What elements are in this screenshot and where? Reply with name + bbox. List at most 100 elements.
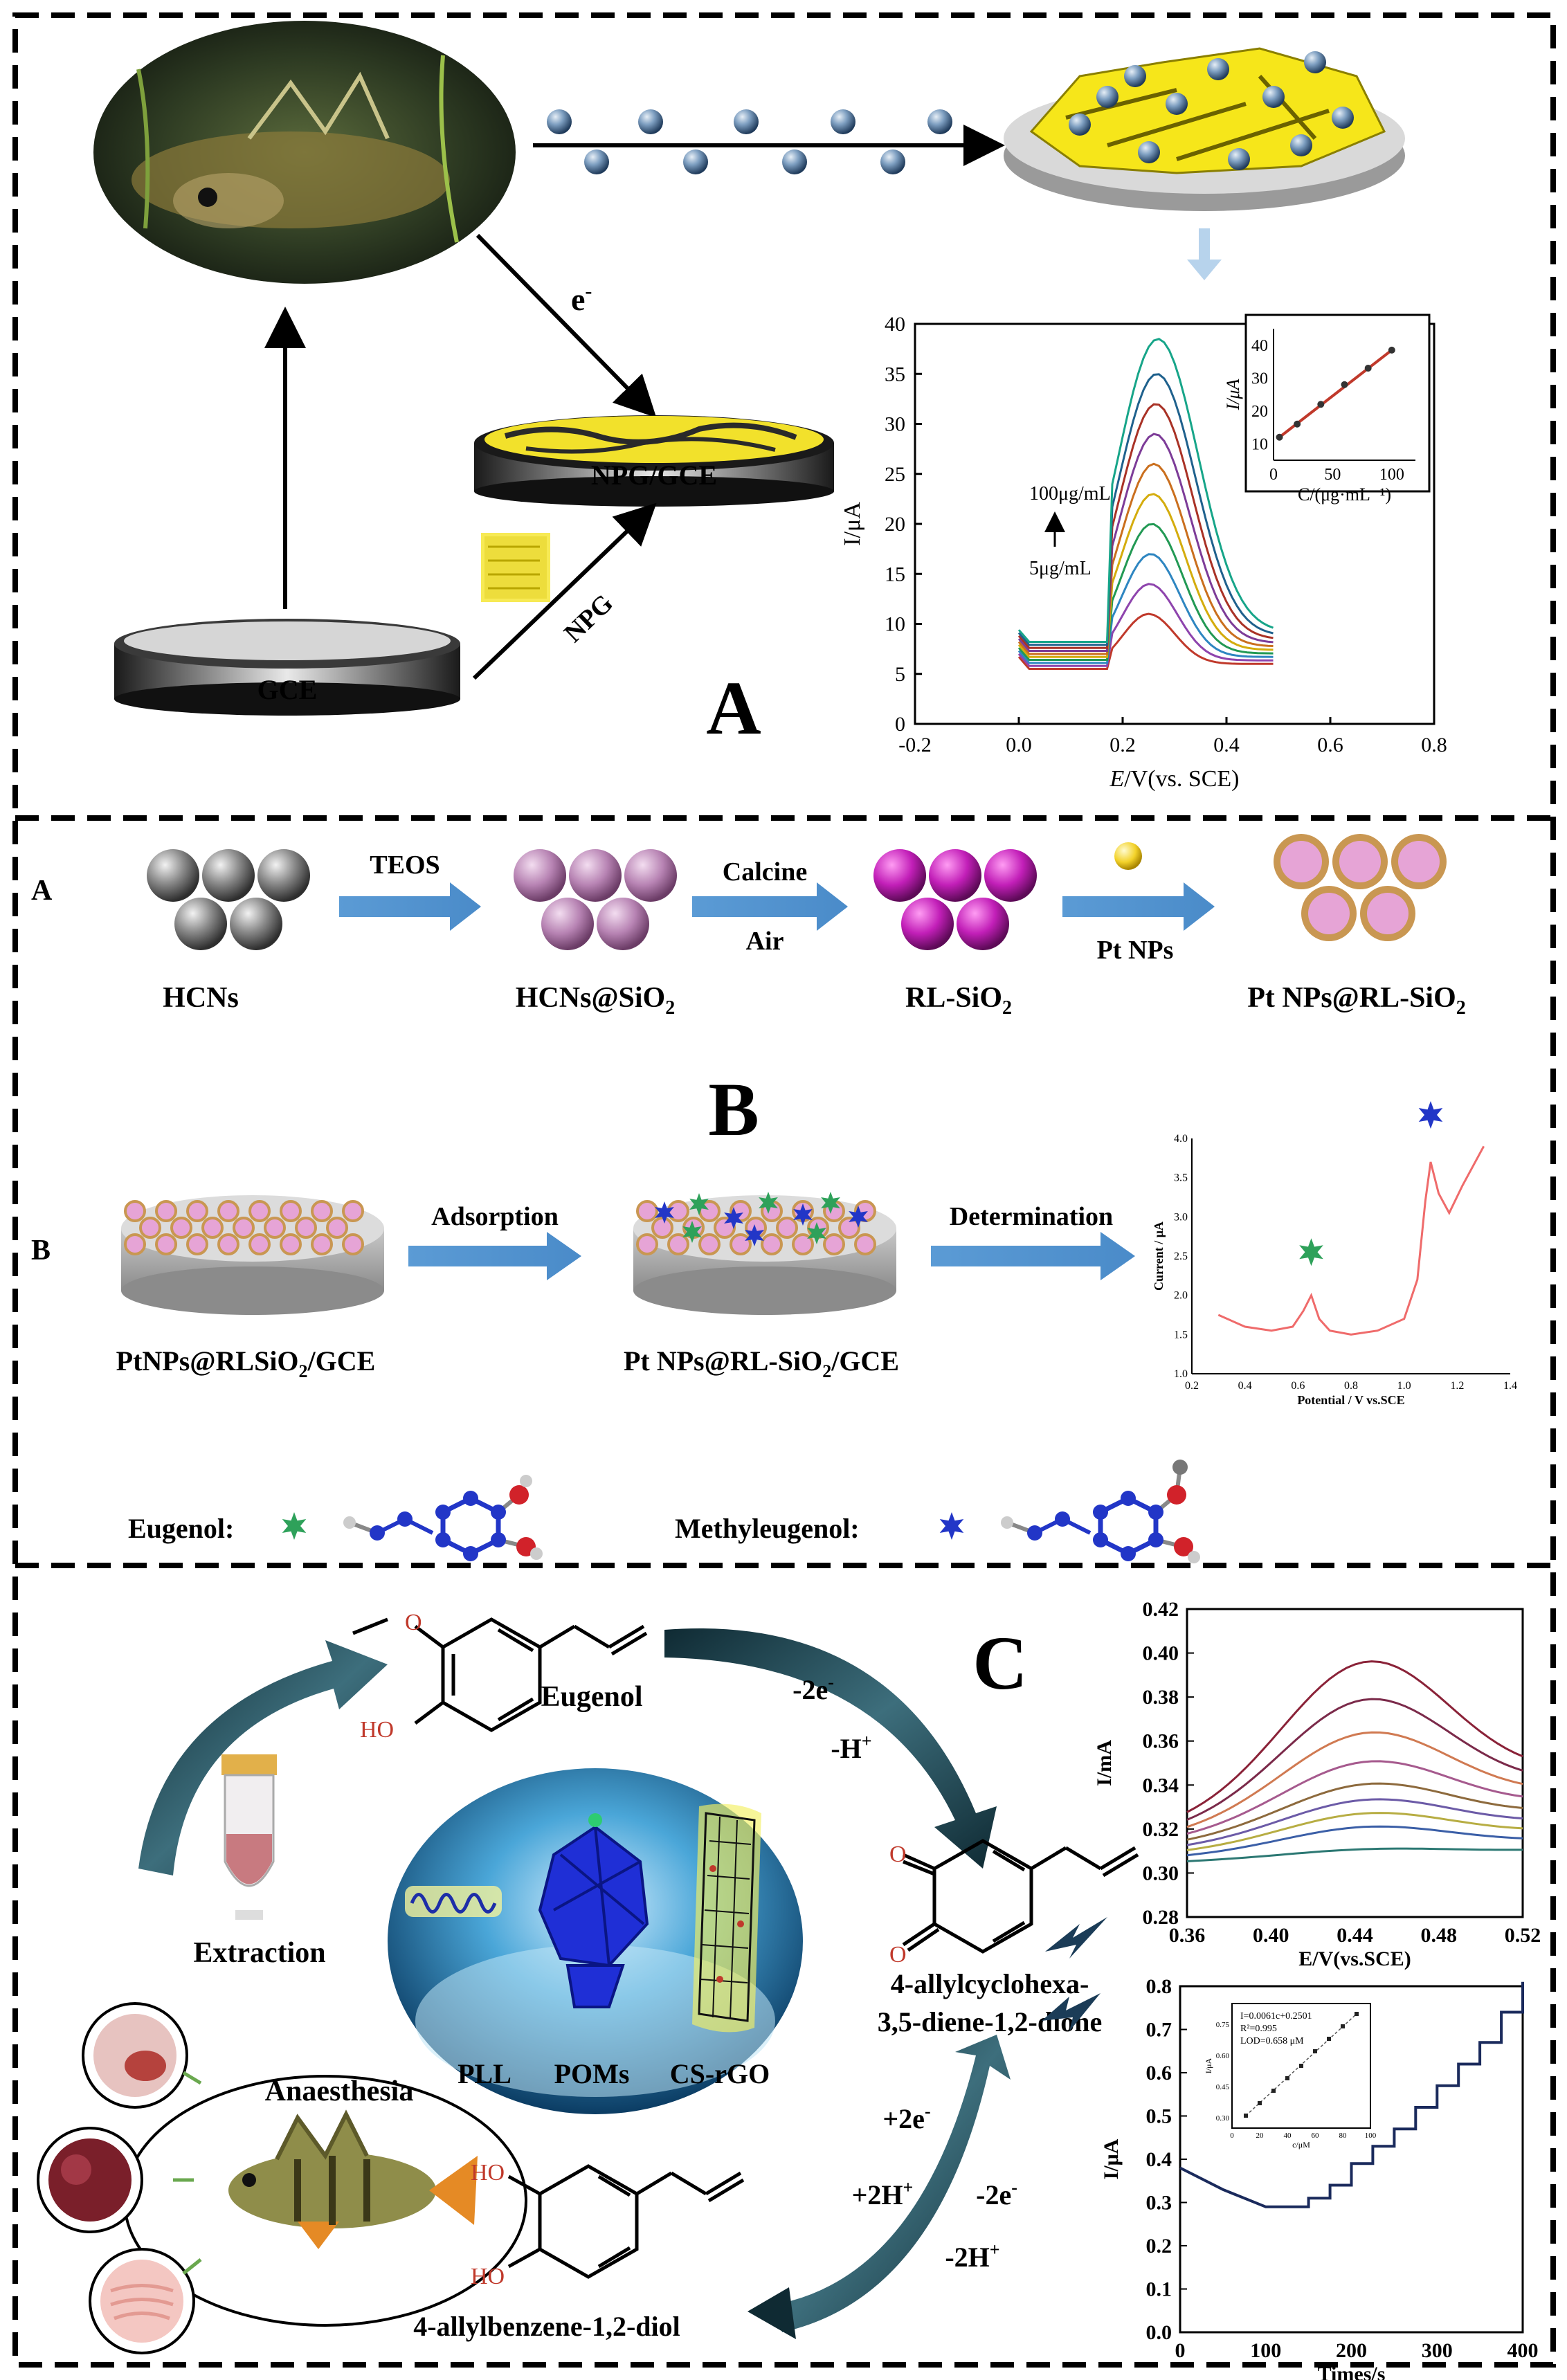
- cs-rgo-label: CS-rGO: [670, 2058, 770, 2089]
- eugenol-star-shape: [282, 1512, 307, 1540]
- pt-rl-sio2-dot: [730, 1233, 752, 1255]
- chart-c-inset-annotation: I=0.0061c+0.2501: [1240, 2011, 1312, 2022]
- eugenol-star-icon: [282, 1512, 307, 1540]
- chart-a-inset-xlabel: C/(μg·mL⁻¹): [1298, 484, 1391, 505]
- eugenol-legend-label: Eugenol:: [128, 1513, 234, 1544]
- analyte-balls: [547, 109, 952, 174]
- chart-c-inset-point: [1271, 2089, 1276, 2093]
- analyte-star-icon: [759, 1192, 778, 1214]
- pt-rl-sio2-dot: [201, 1217, 224, 1239]
- chart-c-top-ytick-label: 0.30: [1143, 1862, 1179, 1884]
- pt-rl-sio2-dot: [667, 1200, 689, 1222]
- chart-c-top-series-line: [1186, 1660, 1523, 1813]
- methyleugenol-star-shape: [939, 1512, 964, 1540]
- tissue-circle-2: [37, 2127, 143, 2233]
- chart-a-series-line: [1017, 493, 1274, 658]
- chart-a-ylabel: I/μA: [840, 502, 865, 546]
- hcns-label: HCNs: [163, 982, 239, 1014]
- dione-label-line1: 4-allylcyclohexa-: [891, 1968, 1089, 1999]
- chart-a-inset-ylabel: I/μA: [1223, 379, 1243, 410]
- chart-c-top-series-line: [1186, 1698, 1523, 1821]
- chart-c-bottom-ytick-label: 0.0: [1146, 2321, 1172, 2344]
- chart-b-curve: [1217, 1145, 1485, 1336]
- redox-arrow-head: [748, 2287, 796, 2339]
- adsorption-label: Adsorption: [431, 1202, 559, 1231]
- pt-rl-sio2-dot: [311, 1233, 333, 1255]
- chart-c-bottom-ytick-label: 0.8: [1146, 1975, 1172, 1998]
- chart-c-inset-point: [1327, 2037, 1331, 2041]
- chart-c-inset-point: [1313, 2049, 1317, 2053]
- chart-c-top-xtick-label: 0.40: [1253, 1924, 1289, 1947]
- chart-a-xtick-label: 0.6: [1317, 734, 1343, 756]
- chart-a-ytick-label: 20: [885, 513, 905, 536]
- pt-rl-sio2-dot: [761, 1233, 783, 1255]
- air-label: Air: [746, 927, 784, 956]
- electrode-b-right: [633, 1192, 896, 1315]
- pll-icon: [405, 1886, 502, 1917]
- chart-c-top-ytick-label: 0.42: [1143, 1598, 1179, 1621]
- chart-b-xtick-label: 1.0: [1397, 1380, 1411, 1392]
- chart-c-inset-xtick-label: 60: [1312, 2132, 1320, 2140]
- chart-a-inset-ytick-label: 30: [1251, 370, 1268, 388]
- chart-b-xtick-label: 1.4: [1503, 1380, 1517, 1392]
- arrow-npg: [472, 502, 657, 680]
- pt-nps-label: Pt NPs: [1097, 936, 1174, 965]
- chart-b-ytick-label: 2.5: [1174, 1251, 1188, 1262]
- poms-icon: [538, 1813, 649, 2008]
- chart-a-inset-ytick-label: 10: [1251, 435, 1268, 453]
- pt-rl-sio2-dot: [264, 1217, 286, 1239]
- analyte-star-icon: [745, 1224, 764, 1246]
- chart-a-xtick-label: 0.0: [1006, 734, 1032, 756]
- analyte-star-icon: [689, 1193, 709, 1215]
- chart-c-bottom-ylabel: I/μA: [1100, 2138, 1123, 2179]
- pt-rl-sio2-dot: [698, 1233, 721, 1255]
- poms-label: POMs: [554, 2058, 630, 2089]
- ox-2e: -2e-: [976, 2177, 1017, 2210]
- chart-b-xtick-label: 0.4: [1238, 1380, 1252, 1392]
- chart-c-bottom-ytick-label: 0.1: [1146, 2278, 1172, 2301]
- chart-b-ytick-label: 2.0: [1174, 1290, 1188, 1302]
- diol-structure: [507, 2164, 745, 2279]
- chart-b-methyleugenol-star: [1418, 1101, 1443, 1129]
- chart-c-inset-ytick-label: 0.45: [1216, 2083, 1230, 2091]
- chart-b-ylabel: Current / μA: [1152, 1221, 1166, 1291]
- chart-a-inset-ytick-label: 40: [1251, 337, 1268, 355]
- chart-c-top-xtick-label: 0.52: [1505, 1924, 1541, 1947]
- analyte-star-icon: [807, 1222, 826, 1244]
- pt-rl-sio2-dot: [651, 1217, 673, 1239]
- test-tube-icon: [221, 1754, 277, 1920]
- chart-c-bottom-ytick-label: 0.4: [1146, 2148, 1172, 2171]
- gce-label: GCE: [257, 674, 318, 705]
- panel-b-row-b: B: [31, 1235, 51, 1266]
- chart-c-inset-point: [1244, 2114, 1248, 2118]
- pll-label: PLL: [458, 2058, 511, 2089]
- npg-gce-disk: NPG/GCE: [474, 415, 834, 507]
- pt-rl-sio2-cluster: [1274, 834, 1447, 941]
- npg-gce-label: NPG/GCE: [591, 460, 717, 491]
- chart-c-inset-xtick-label: 40: [1284, 2132, 1292, 2140]
- teos-label: TEOS: [370, 851, 440, 880]
- determination-arrow: [931, 1232, 1135, 1280]
- oxidation-arrow: [664, 1628, 997, 1869]
- dione-structure: [902, 1839, 1139, 1954]
- chart-c-top-xtick-label: 0.44: [1337, 1924, 1373, 1947]
- chart-a-ytick-label: 35: [885, 363, 905, 385]
- analyte-star-icon: [682, 1221, 702, 1243]
- chart-b-eugenol-star: [1299, 1238, 1323, 1266]
- methyleugenol-legend-label: Methyleugenol:: [675, 1513, 860, 1544]
- chart-c-top-xlabel: E/V(vs.SCE): [1298, 1947, 1411, 1970]
- pt-rl-sio2-dot: [139, 1217, 161, 1239]
- chart-a-xtick-label: 0.4: [1213, 734, 1240, 756]
- down-arrow: [1187, 228, 1222, 280]
- redox-arrow: [775, 2035, 1011, 2332]
- chart-c-inset-annotation: R²=0.995: [1240, 2024, 1277, 2034]
- rl-sio2-label: RL-SiO2: [905, 982, 1012, 1019]
- npg-label: NPG: [559, 589, 619, 648]
- electron-label: e-: [571, 280, 592, 317]
- chart-a-ytick-label: 10: [885, 613, 905, 636]
- chart-c-top-series-line: [1186, 1825, 1523, 1857]
- pt-rl-sio2-dot: [170, 1217, 192, 1239]
- pt-rl-sio2-dot: [124, 1200, 146, 1222]
- hcns-sio2-cluster: [514, 849, 677, 950]
- chart-c-top-ytick-label: 0.28: [1143, 1906, 1179, 1929]
